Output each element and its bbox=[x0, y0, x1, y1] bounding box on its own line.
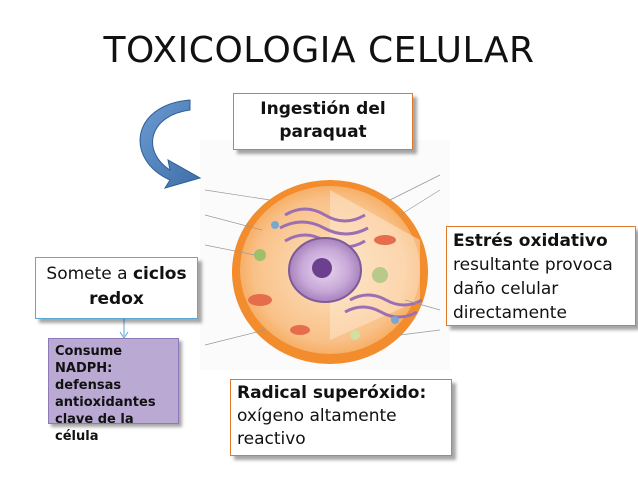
redox-prefix: Somete a bbox=[46, 264, 133, 284]
organelles bbox=[248, 221, 399, 340]
oxidative-stress-heading: Estrés oxidativo bbox=[453, 231, 608, 251]
ingestion-line1: Ingestión del bbox=[260, 99, 386, 119]
ingestion-box: Ingestión del paraquat bbox=[233, 93, 413, 150]
redox-bold-cycles: ciclos bbox=[132, 264, 187, 284]
superoxide-body: oxígeno altamente reactivo bbox=[237, 406, 397, 449]
oxidative-stress-box: Estrés oxidativo resultante provoca daño… bbox=[446, 226, 636, 326]
oxidative-stress-body: resultante provoca daño celular directam… bbox=[453, 255, 613, 323]
cell-cutaway bbox=[330, 190, 420, 340]
ingestion-line2: paraquat bbox=[279, 122, 367, 142]
endoplasmic-reticulum bbox=[279, 207, 423, 319]
superoxide-box: Radical superóxido: oxígeno altamente re… bbox=[230, 379, 452, 456]
page-title: TOXICOLOGIA CELULAR bbox=[103, 30, 535, 71]
curved-arrow-icon bbox=[139, 99, 202, 189]
nadph-box: Consume NADPH: defensas antioxidantes cl… bbox=[48, 338, 179, 444]
redox-cycles-box: Somete a ciclos redox bbox=[35, 257, 198, 319]
figure-leader-lines bbox=[204, 174, 441, 346]
superoxide-heading: Radical superóxido: bbox=[237, 383, 427, 403]
nadph-text: Consume NADPH: defensas antioxidantes cl… bbox=[55, 344, 156, 444]
cell-nucleolus bbox=[312, 258, 332, 278]
redox-bold-redox: redox bbox=[89, 289, 144, 309]
